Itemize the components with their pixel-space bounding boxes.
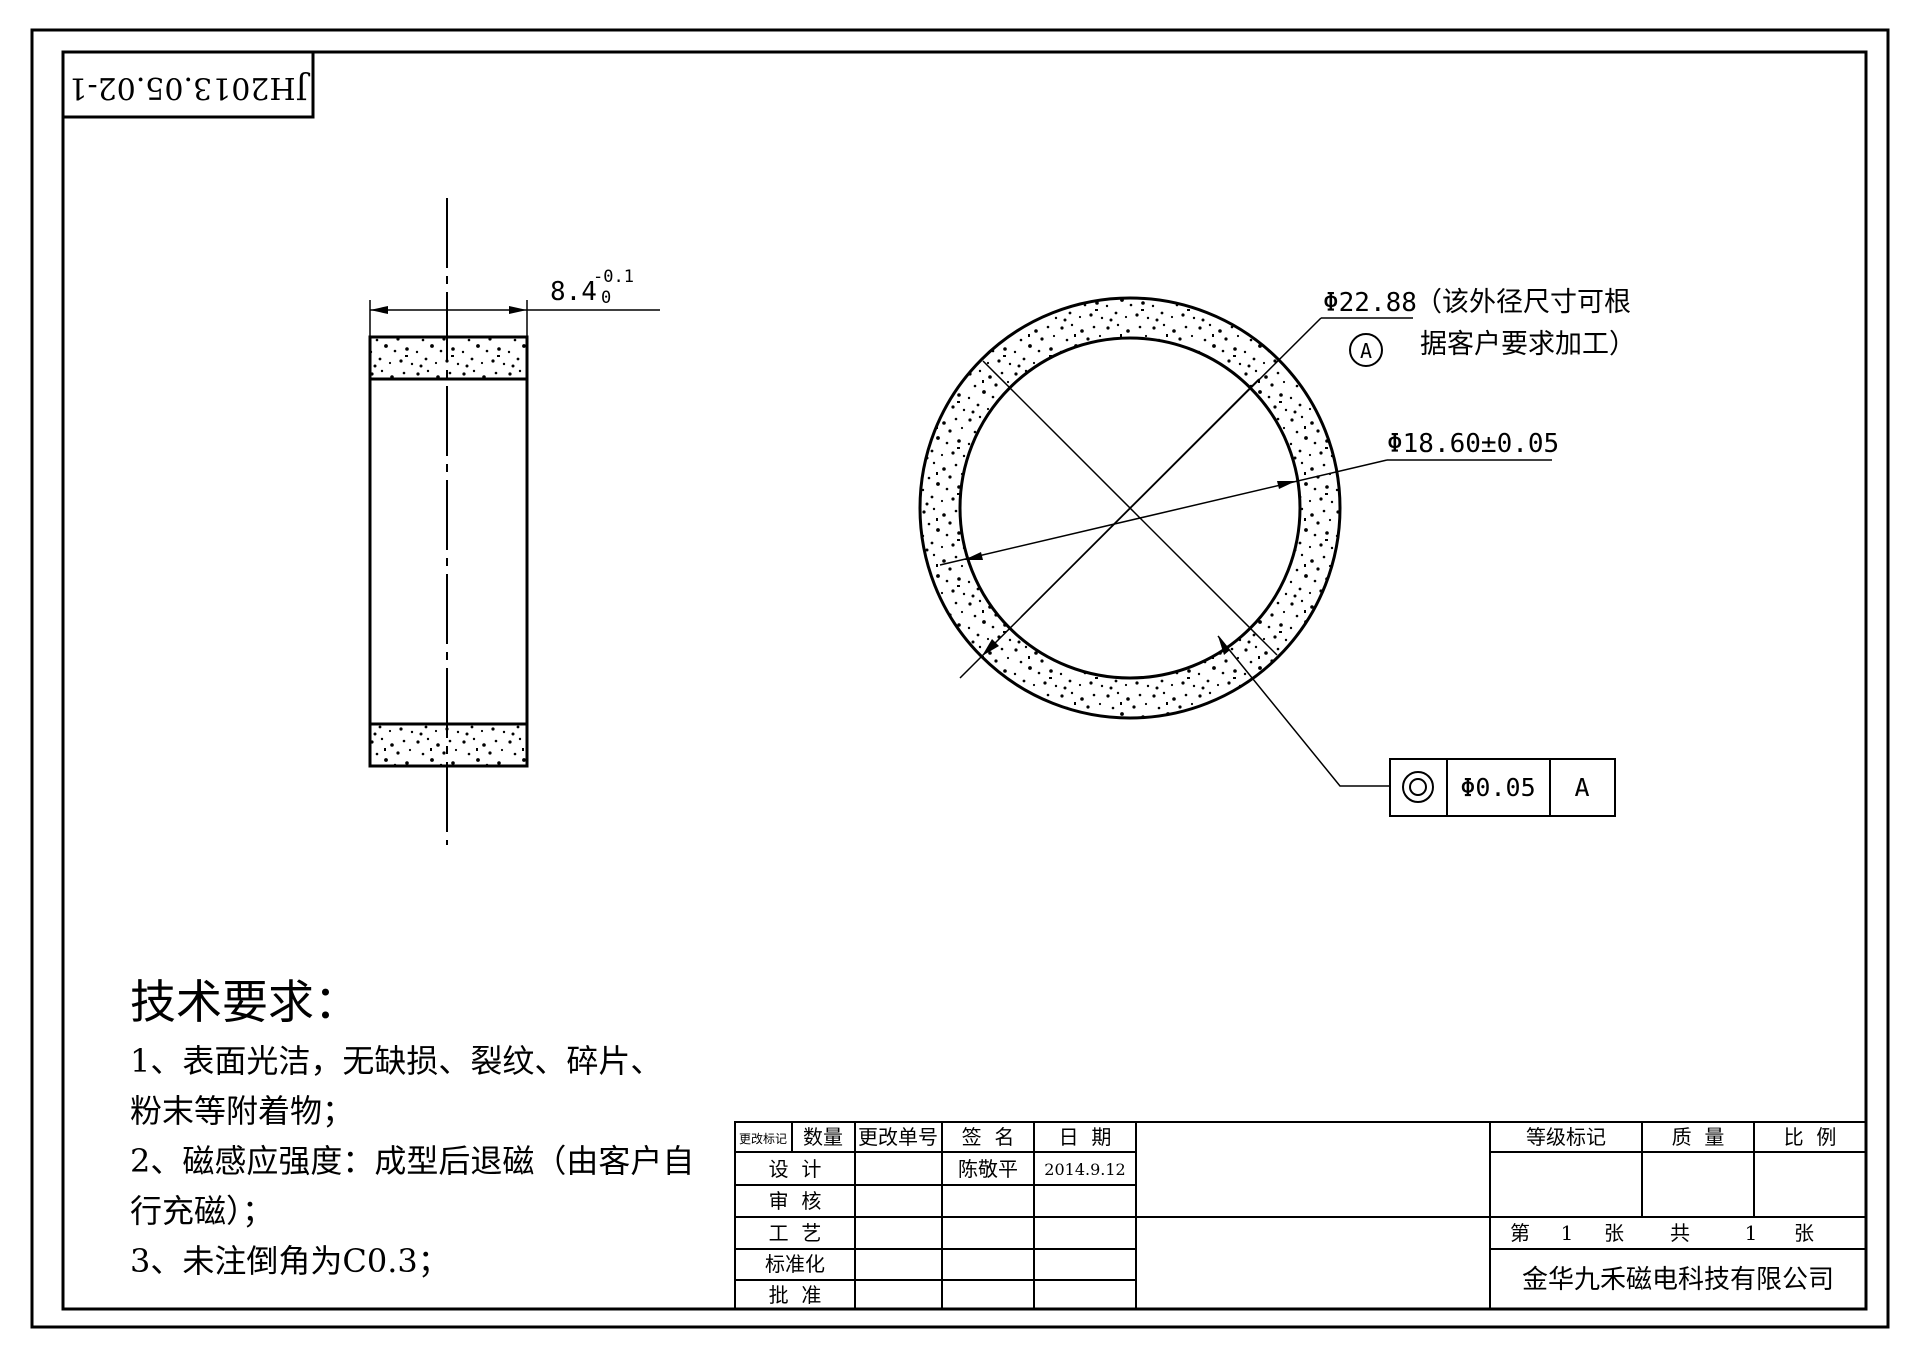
title-block-text: 更改标记 数量 更改单号 签 名 日 期 设 计 陈敬平 2014.9.12 审… [739,1125,1836,1307]
header-quantity: 数量 [803,1125,843,1149]
dim-arrow-right [509,306,527,314]
grade-mark-label: 等级标记 [1526,1125,1606,1149]
tech-line-5: 3、未注倒角为C0.3； [130,1242,450,1280]
inner-diameter: Φ18.60±0.05 [1387,429,1559,459]
tech-line-2: 粉末等附着物； [130,1092,354,1130]
concentricity-icon [1402,771,1434,803]
drawing-number-box: JH2013.05.02-1 [61,50,315,119]
sheet-no-unit: 张 [1604,1221,1624,1245]
tolerance-datum: A [1574,773,1589,802]
header-change-no: 更改单号 [858,1125,938,1149]
row-approve-label: 批 准 [769,1283,822,1307]
width-tol-upper: -0.1 [593,267,634,287]
row-standard-label: 标准化 [765,1252,825,1276]
outer-dia-leader [959,317,1322,679]
datum-circle [1349,333,1383,367]
company-name: 金华九禾磁电科技有限公司 [1522,1265,1834,1295]
total-unit: 张 [1794,1221,1814,1245]
width-tol-lower: 0 [601,288,611,308]
outer-border [30,28,1890,1329]
dim-arrow-left [370,306,388,314]
title-block [734,1121,1867,1310]
outer-note-line2: 据客户要求加工） [1420,329,1636,360]
row-design-label: 设 计 [769,1157,822,1181]
row-design-date: 2014.9.12 [1044,1160,1125,1179]
side-view: 8.4 -0.1 0 [368,198,660,845]
tolerance-value: Φ0.05 [1460,773,1535,802]
mass-label: 质 量 [1672,1125,1725,1149]
inner-dia-arrow-right [1277,481,1296,489]
row-design-sign: 陈敬平 [958,1157,1018,1181]
drawing-number: JH2013.05.02-1 [68,70,310,105]
outer-dia-arrow [982,639,999,656]
tech-requirements: 技术要求： 1、表面光洁，无缺损、裂纹、碎片、 粉末等附着物； 2、磁感应强度：… [130,975,694,1280]
inner-dia-arrow-left [964,552,983,560]
datum-label: A [1360,339,1372,363]
header-change-mark: 更改标记 [739,1132,787,1146]
outer-note-line1: （该外径尺寸可根 [1415,287,1631,318]
header-signature: 签 名 [962,1125,1015,1149]
front-view: Φ22.88 （该外径尺寸可根 据客户要求加工） A Φ18.60±0.05 [918,287,1636,787]
tech-line-4: 行充磁）； [130,1192,274,1230]
tolerance-leader [1217,635,1390,787]
side-view-bore [368,377,529,726]
inner-dia-leader [939,459,1388,566]
tolerance-frame: Φ0.05 A [1389,758,1616,817]
tech-requirements-heading: 技术要求： [130,975,360,1029]
width-dimension: 8.4 [550,277,597,307]
side-view-top-band [368,335,529,381]
tech-line-3: 2、磁感应强度：成型后退磁（由客户自 [130,1142,694,1180]
sheet-no-label: 第 [1510,1221,1530,1245]
total-sheets: 1 [1745,1221,1758,1245]
total-label: 共 [1670,1221,1690,1245]
sheet-no: 1 [1561,1221,1574,1245]
scale-label: 比 例 [1784,1125,1837,1149]
tolerance-leader-arrow [1218,636,1230,655]
outer-diameter: Φ22.88 [1323,288,1417,318]
row-process-label: 工 艺 [769,1221,822,1245]
tech-line-1: 1、表面光洁，无缺损、裂纹、碎片、 [130,1042,662,1080]
header-date: 日 期 [1059,1125,1112,1149]
row-review-label: 审 核 [769,1189,822,1213]
side-view-bottom-band [368,722,529,768]
